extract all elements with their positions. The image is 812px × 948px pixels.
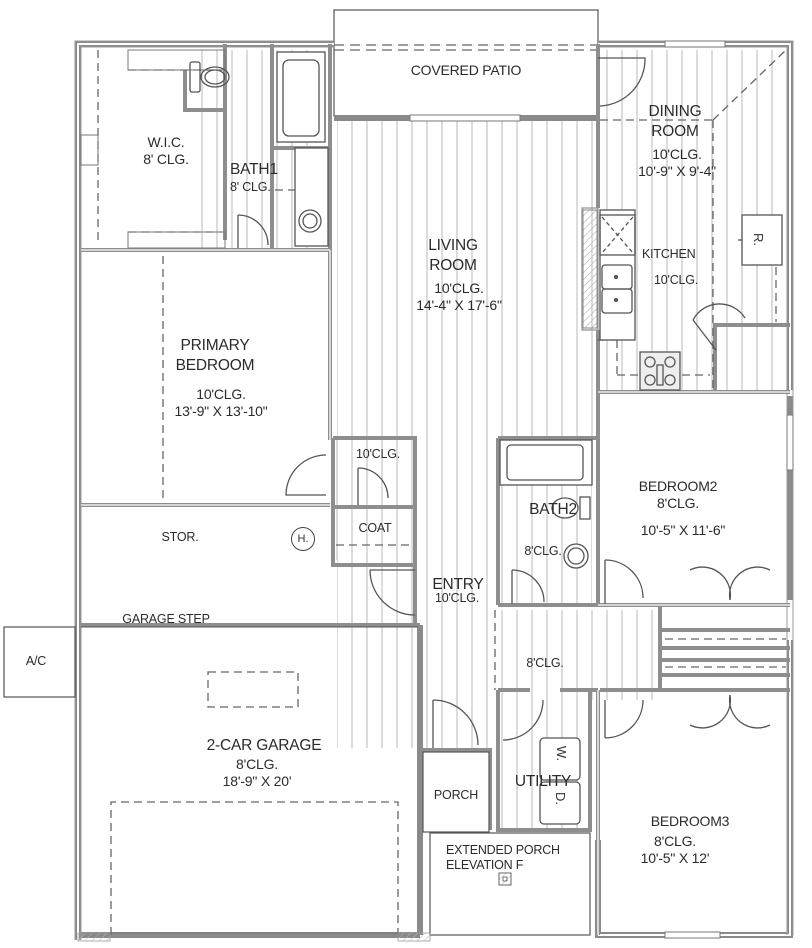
bath2-label: BATH2 — [529, 501, 577, 518]
door-swings — [237, 57, 771, 748]
stove-icon — [639, 351, 681, 391]
bedroom3-details: 8'CLG. 10'-5" X 12' — [640, 833, 710, 866]
bedroom2-label: BEDROOM2 8'CLG. — [638, 478, 718, 511]
kitchen-label: KITCHEN — [642, 247, 696, 261]
refrigerator-label: R. — [751, 233, 766, 246]
refrigerator-icon — [741, 214, 783, 266]
hall-ceiling: 8'CLG. — [526, 656, 564, 670]
toilet-icon — [189, 61, 230, 93]
washer-label: W. — [554, 745, 570, 762]
sink-icon — [563, 543, 589, 569]
water-heater-icon: H. — [291, 527, 315, 551]
ac-unit — [3, 626, 76, 698]
wic-label: W.I.C. 8' CLG. — [143, 134, 189, 167]
primary-bedroom-label: PRIMARY BEDROOM — [175, 337, 255, 374]
dishwasher-icon — [599, 214, 636, 256]
entry-label: ENTRY — [432, 576, 484, 593]
dryer-label: D. — [553, 792, 568, 805]
storage-label: STOR. — [161, 530, 199, 544]
entry-ceiling: 10'CLG. — [434, 591, 480, 605]
bathtub-icon — [499, 439, 593, 486]
dining-room-details: 10'CLG. 10'-9" X 9'-4" — [638, 146, 716, 179]
garage-label: 2-CAR GARAGE — [206, 737, 322, 754]
sink-icon — [294, 147, 329, 247]
garage-details: 8'CLG. 18'-9" X 20' — [222, 756, 292, 789]
bedroom3-label: BEDROOM3 — [650, 813, 730, 829]
utility-label: UTILITY — [514, 773, 572, 790]
kitchen-ceiling: 10'CLG. — [654, 273, 699, 287]
bedroom2-size: 10'-5" X 11'-6" — [640, 522, 726, 538]
toilet-icon — [551, 496, 591, 520]
hall-closet-ceiling: 10'CLG. — [355, 447, 401, 461]
dining-room-label: DINING ROOM — [648, 103, 702, 140]
living-room-label: LIVING ROOM — [428, 237, 478, 274]
bath1-label: BATH1 — [230, 161, 278, 178]
coat-closet-label: COAT — [358, 521, 392, 535]
covered-patio-label: COVERED PATIO — [410, 62, 522, 78]
ac-label: A/C — [25, 654, 47, 668]
garage-step-label: GARAGE STEP — [122, 612, 210, 626]
bathtub-icon — [276, 51, 326, 143]
washer-dryer-icon — [539, 737, 581, 825]
bath1-ceiling: 8' CLG. — [230, 180, 271, 194]
living-room-details: 10'CLG. 14'-4" X 17'-6" — [416, 280, 502, 313]
porch-label: PORCH — [433, 788, 479, 802]
bath2-ceiling: 8'CLG. — [524, 544, 562, 558]
primary-bedroom-details: 10'CLG. 13'-9" X 13'-10" — [174, 386, 268, 419]
extended-porch-label: EXTENDED PORCH ELEVATION F — [446, 843, 560, 872]
